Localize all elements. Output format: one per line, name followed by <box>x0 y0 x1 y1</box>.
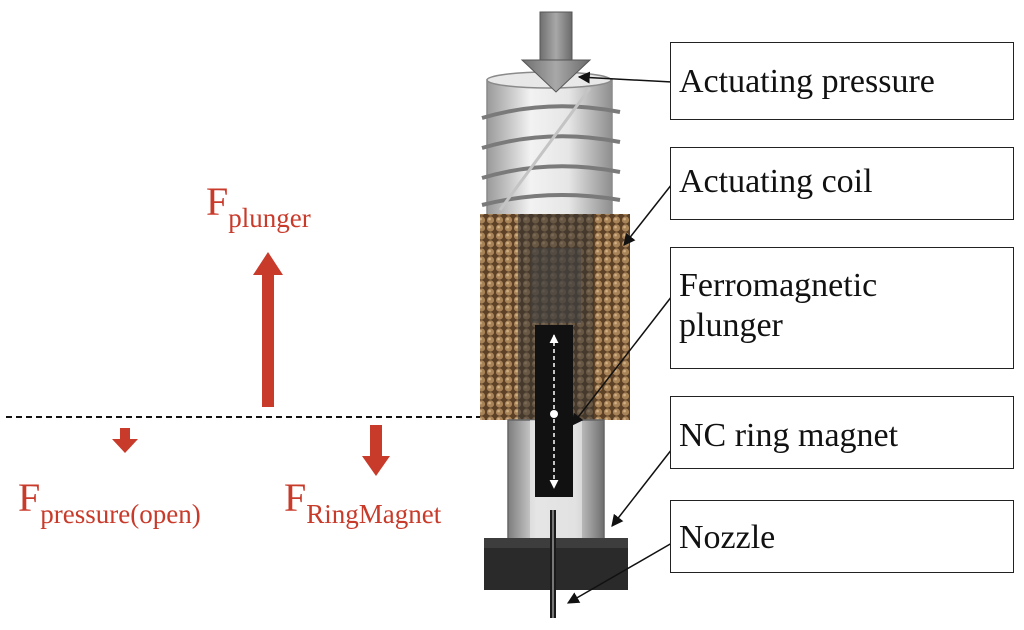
nozzle-base <box>484 510 628 618</box>
callout-nc-ring-magnet: NC ring magnet <box>670 396 1014 469</box>
callout-text: Nozzle <box>679 519 776 556</box>
pressure-force-arrow <box>112 428 138 453</box>
leader-plunger <box>571 295 673 426</box>
callout-ferromagnetic-plunger: Ferromagnetic plunger <box>670 247 1014 369</box>
force-label-ring-magnet: FRingMagnet <box>284 475 442 529</box>
callout-text: Actuating coil <box>679 163 873 200</box>
leader-actuating-pressure <box>577 71 673 84</box>
callout-text-line1: Ferromagnetic <box>679 267 878 304</box>
actuating-pressure-arrow-icon <box>520 11 592 93</box>
callout-text: NC ring magnet <box>679 417 899 454</box>
ferromagnetic-plunger <box>531 248 581 497</box>
leader-actuating-coil <box>623 183 673 246</box>
callout-actuating-pressure: Actuating pressure <box>670 42 1014 120</box>
callout-nozzle: Nozzle <box>670 500 1014 573</box>
force-label-plunger: Fplunger <box>206 179 311 233</box>
plunger-force-arrow <box>253 252 283 407</box>
callout-actuating-coil: Actuating coil <box>670 147 1014 220</box>
leader-ring-magnet <box>611 448 673 527</box>
upper-tube <box>481 71 621 216</box>
ring-magnet-force-arrow <box>362 425 390 476</box>
callout-text-line2: plunger <box>679 307 783 344</box>
callout-text: Actuating pressure <box>679 63 935 100</box>
force-label-pressure: Fpressure(open) <box>18 475 201 529</box>
leader-nozzle <box>566 542 673 604</box>
